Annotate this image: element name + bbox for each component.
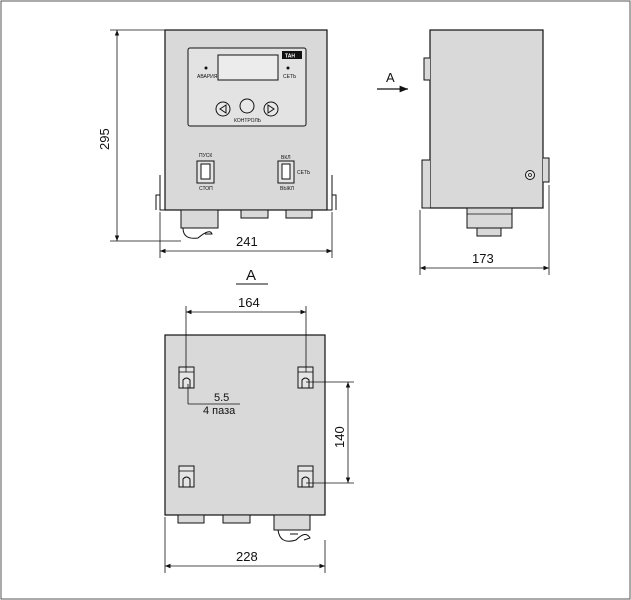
- right-arrow-icon: [267, 104, 275, 114]
- net-label: СЕТЬ: [283, 74, 297, 80]
- front-gland-left-connector: [182, 227, 213, 239]
- control-button: [239, 98, 255, 114]
- net-led: [286, 66, 290, 70]
- power-net-label: СЕТЬ: [297, 170, 311, 176]
- control-label: КОНТРОЛЬ: [234, 118, 262, 124]
- slot-top-left: [178, 366, 195, 389]
- side-bracket-right: [543, 157, 550, 183]
- slot-count-label: 4 паза: [203, 405, 236, 417]
- side-bracket-top: [423, 57, 430, 81]
- bottom-gland-middle: [222, 514, 251, 524]
- bottom-gland-right: [273, 514, 311, 531]
- slot-bottom-left: [178, 465, 195, 488]
- side-gland: [466, 207, 513, 229]
- bottom-view: А 5.5 4 паза: [164, 267, 354, 573]
- slot-bottom-right: [297, 465, 314, 488]
- power-on-label: ВКЛ: [281, 155, 291, 161]
- power-switch-key: [281, 163, 291, 180]
- front-gland-left: [180, 209, 219, 229]
- brand-logo-text: ТАН: [285, 54, 295, 60]
- view-arrow-label: А: [386, 70, 395, 85]
- left-button: [215, 101, 231, 117]
- right-button: [263, 101, 279, 117]
- bottom-gland-left: [177, 514, 205, 524]
- slot-size-label: 5.5: [214, 392, 229, 404]
- alarm-label: АВАРИЯ: [197, 74, 218, 80]
- height-label: 295: [97, 128, 112, 150]
- start-label: ПУСК: [199, 153, 212, 159]
- front-gland-right: [285, 209, 313, 219]
- hole-spacing-label: 164: [238, 295, 260, 310]
- front-gland-middle: [240, 209, 269, 219]
- vertical-spacing-label: 140: [332, 426, 347, 448]
- side-screw: [525, 170, 535, 180]
- bottom-gland-connector: [277, 529, 311, 542]
- bottom-width-label: 228: [236, 549, 258, 564]
- stop-label: СТОП: [199, 186, 213, 192]
- slot-top-right: [297, 366, 314, 389]
- start-stop-switch-key: [200, 163, 211, 180]
- front-view: ТАН АВАРИЯ СЕТЬ КОНТРОЛЬ ПУСК СТОП ВКЛ С…: [97, 29, 337, 258]
- display-screen: [217, 54, 279, 81]
- front-bracket: [155, 175, 337, 211]
- side-body: [429, 29, 544, 209]
- power-off-label: ВЫКЛ: [280, 186, 294, 192]
- bottom-body: [164, 334, 326, 516]
- bottom-view-title: А: [246, 267, 256, 284]
- width-label: 241: [236, 234, 258, 249]
- side-bracket-bottom: [421, 159, 430, 209]
- side-view: А 173: [377, 29, 550, 275]
- brand-logo: [282, 51, 302, 59]
- side-screw-center: [528, 173, 532, 177]
- side-width-label: 173: [472, 251, 494, 266]
- alarm-led: [204, 66, 208, 70]
- side-gland-nut: [476, 227, 502, 237]
- left-arrow-icon: [219, 104, 227, 114]
